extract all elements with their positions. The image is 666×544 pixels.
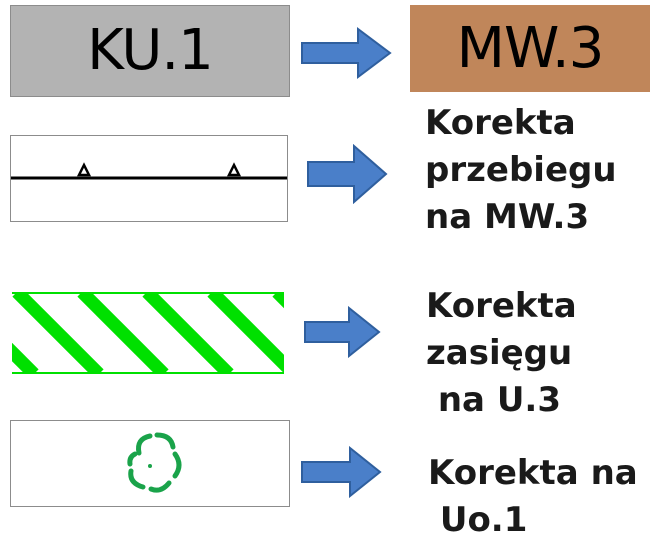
source-code-box: KU.1 (10, 5, 290, 97)
hatched-area-icon (12, 292, 284, 374)
label-line: Uo.1 (428, 500, 528, 540)
correction-label-range: Korekta zasięgu na U.3 (426, 283, 577, 424)
label-line: przebiegu (425, 150, 617, 190)
label-line: Korekta (426, 286, 577, 326)
label-line: Korekta na (428, 453, 638, 493)
point-symbol-icon (127, 432, 182, 493)
target-code-box: MW.3 (410, 5, 650, 92)
label-line: na U.3 (426, 380, 562, 420)
right-arrow-icon (304, 306, 381, 358)
right-arrow-icon (301, 446, 382, 498)
linear-symbol-box (10, 135, 288, 222)
right-arrow-icon (307, 144, 388, 204)
correction-label-route: Korekta przebiegu na MW.3 (425, 100, 617, 241)
right-arrow-icon (301, 27, 392, 79)
label-line: zasięgu (426, 333, 573, 373)
target-code: MW.3 (456, 15, 605, 81)
point-symbol-box (10, 420, 290, 507)
label-line: Korekta (425, 103, 576, 143)
linear-symbol-icon (11, 162, 287, 180)
source-code: KU.1 (87, 18, 214, 83)
correction-label-point: Korekta na Uo.1 (428, 450, 638, 544)
label-line: na MW.3 (425, 197, 590, 237)
